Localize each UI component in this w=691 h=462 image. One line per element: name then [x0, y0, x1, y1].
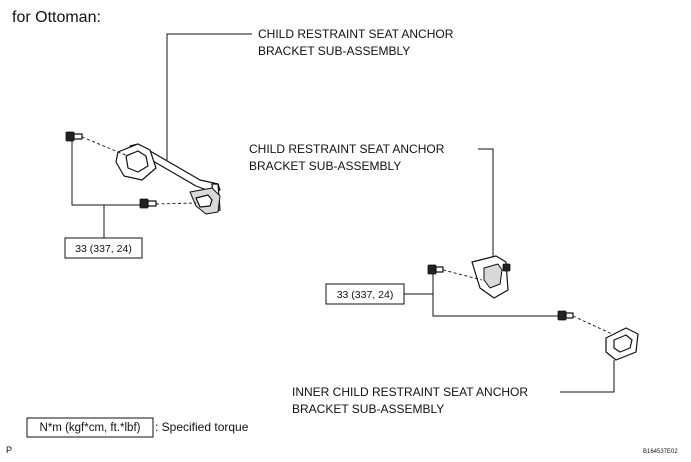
torque-legend-description: : Specified torque: [155, 420, 249, 434]
leader-mid-bracket: [478, 148, 494, 260]
torque-legend: N*m (kgf*cm, ft.*lbf) : Specified torque: [26, 417, 249, 438]
callout-top-bracket-line1: CHILD RESTRAINT SEAT ANCHOR: [258, 27, 454, 41]
right-lower-bolt: [557, 310, 574, 321]
torque-box-right: 33 (337, 24): [325, 283, 405, 305]
leader-top-bracket: [166, 33, 252, 160]
right-bolt-bracket-line: [432, 274, 558, 317]
torque-value-right: 33 (337, 24): [337, 289, 394, 301]
right-lower-bolt-axis: [572, 315, 613, 335]
right-upper-bolt: [427, 264, 444, 275]
callout-inner-bracket-line2: BRACKET SUB-ASSEMBLY: [292, 402, 444, 416]
callout-mid-bracket-line2: BRACKET SUB-ASSEMBLY: [249, 159, 401, 173]
callout-inner-bracket-line1: INNER CHILD RESTRAINT SEAT ANCHOR: [292, 385, 528, 399]
callout-top-bracket-line2: BRACKET SUB-ASSEMBLY: [258, 44, 410, 58]
inner-anchor-bracket: [605, 327, 639, 361]
left-lower-bolt: [139, 198, 157, 209]
torque-box-left: 33 (337, 24): [64, 237, 143, 259]
left-lower-bolt-axis: [155, 202, 197, 205]
callout-mid-bracket-line1: CHILD RESTRAINT SEAT ANCHOR: [249, 142, 445, 156]
figure-id: B164537E02: [643, 449, 678, 455]
torque-value-left: 33 (337, 24): [75, 243, 132, 255]
torque-unit-label: N*m (kgf*cm, ft.*lbf): [40, 422, 141, 434]
left-bolt-bracket-line: [71, 141, 140, 206]
left-upper-bolt-axis: [81, 136, 129, 157]
right-anchor-bracket: [471, 255, 511, 299]
right-upper-bolt-axis: [442, 269, 483, 281]
heading-text: for Ottoman:: [12, 9, 101, 26]
leader-inner-bracket: [560, 360, 615, 393]
footer-left-mark: P: [6, 445, 12, 455]
left-upper-bolt: [65, 131, 83, 142]
left-anchor-bracket: [115, 143, 221, 215]
